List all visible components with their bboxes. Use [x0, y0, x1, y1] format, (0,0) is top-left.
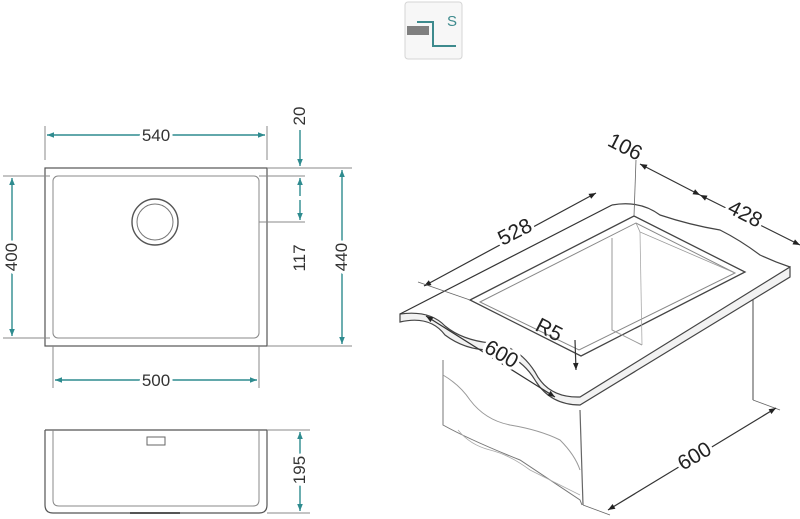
mount-type-label: S: [447, 13, 457, 30]
side-view: 195: [44, 429, 312, 514]
dim-drain-offset: 117: [290, 244, 309, 271]
dim-width-outer: 540: [142, 126, 170, 145]
top-view: 540 500 400 20 117 440: [0, 107, 354, 393]
perspective-view: 106 428 528 R5 600 600: [399, 129, 800, 516]
dim-depth: 195: [290, 456, 309, 484]
dim-cabinet-side: 600: [674, 438, 716, 476]
dim-edge: 106: [604, 129, 646, 165]
dim-height-inner: 400: [2, 243, 21, 271]
dim-height-outer: 440: [332, 243, 351, 271]
mount-type-badge: S: [404, 1, 463, 60]
dim-edge-top: 20: [290, 107, 309, 126]
dim-bowl-depth: 428: [724, 196, 766, 232]
dim-cabinet-front: 600: [480, 336, 522, 373]
dim-width-inner: 500: [142, 371, 170, 390]
drain-hole: [131, 198, 179, 246]
